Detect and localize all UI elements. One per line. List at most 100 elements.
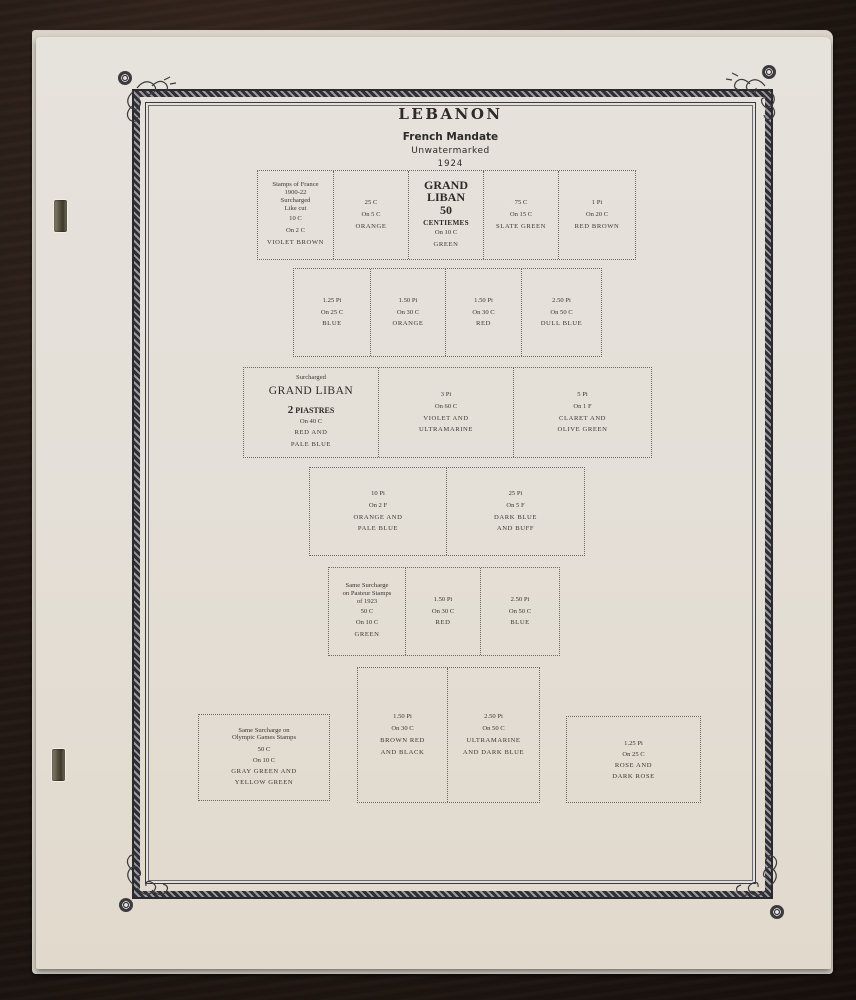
stamp-value: 1.25 Pi	[322, 296, 342, 304]
ornamental-border-inner	[145, 102, 756, 884]
stamp-base-value: On 10 C	[434, 229, 458, 237]
stamp-color: AND BUFF	[496, 525, 535, 533]
stamp-note: Same Surcharge	[345, 581, 389, 589]
stamp-value: 2.50 Pi	[552, 296, 571, 304]
corner-rosette-icon	[118, 71, 132, 85]
stamp-color: OLIVE GREEN	[557, 426, 608, 434]
watermark-note: Unwatermarked	[411, 146, 490, 156]
stamp-space: 10 Pi On 2 F ORANGE AND PALE BLUE	[310, 468, 447, 555]
stamp-base-value: On 20 C	[585, 211, 609, 219]
stamp-space: 1.50 Pi On 30 C ORANGE	[371, 269, 446, 356]
stamp-color: PALE BLUE	[290, 440, 332, 448]
stamp-color: PALE BLUE	[357, 525, 399, 533]
stamp-value: 1.25 Pi	[624, 739, 643, 747]
page-title-country: LEBANON	[398, 105, 503, 123]
stamp-base-value: On 10 C	[355, 619, 379, 627]
stamp-color: VIOLET AND	[423, 414, 469, 422]
stamp-color: GREEN	[354, 631, 380, 639]
stamp-color: DULL BLUE	[540, 320, 583, 328]
stamp-row-3: Surcharged GRAND LIBAN 2 PIASTRES On 40 …	[243, 367, 652, 458]
issue-year: 1924	[437, 159, 464, 169]
stamp-color: CLARET AND	[558, 414, 607, 422]
stamp-note: Stamps of France	[272, 181, 319, 189]
corner-flourish-top-left-icon	[126, 76, 177, 123]
stamp-base-value: On 40 C	[299, 418, 323, 426]
stamp-value: 75 C	[514, 199, 528, 207]
stamp-note: Olympic Games Stamps	[231, 734, 297, 741]
stamp-color: ULTRAMARINE	[466, 737, 521, 744]
stamp-color: ROSE AND	[614, 761, 653, 769]
stamp-space: 2.50 Pi On 50 C BLUE	[481, 568, 559, 655]
stamp-row-1: Stamps of France 1900-22 Surcharged Like…	[257, 170, 636, 260]
stamp-row-5: Same Surcharge on Pasteur Stamps of 1923…	[328, 567, 560, 656]
stamp-value: 50 C	[257, 746, 271, 753]
overprint-text: 50	[440, 203, 452, 218]
overprint-word: PIASTRES	[295, 405, 335, 415]
stamp-space: 2.50 Pi On 50 C DULL BLUE	[522, 269, 601, 356]
stamp-base-value: On 25 C	[622, 750, 645, 758]
stamp-space: Stamps of France 1900-22 Surcharged Like…	[258, 171, 334, 259]
stamp-color: VIOLET BROWN	[266, 238, 325, 246]
overprint-text: GRAND LIBAN	[268, 385, 354, 398]
stamp-color: ORANGE AND	[353, 513, 403, 521]
stamp-value: 10 C	[289, 214, 302, 222]
stamp-value: 2.50 Pi	[484, 713, 503, 721]
stamp-row-2: 1.25 Pi On 25 C BLUE 1.50 Pi On 30 C ORA…	[293, 268, 602, 357]
stamp-base-value: On 1 F	[573, 402, 592, 410]
stamp-base-value: On 50 C	[508, 607, 532, 615]
stamp-color: BLUE	[510, 619, 530, 627]
stamp-value: 3 Pi	[440, 390, 452, 398]
stamp-color: RED	[476, 320, 491, 328]
stamp-color: ORANGE	[392, 320, 424, 328]
overprint-text: GRAND	[424, 177, 468, 192]
stamp-note: 1900-22	[284, 189, 307, 197]
stamp-value: 25 Pi	[508, 489, 523, 497]
stamp-base-value: On 2 F	[368, 501, 388, 509]
stamp-value: 1.50 Pi	[398, 296, 418, 304]
stamp-note: of 1923	[356, 597, 378, 605]
stamp-note: Like cut	[284, 205, 307, 213]
stamp-space: 2.50 Pi On 50 C ULTRAMARINE AND DARK BLU…	[448, 668, 539, 802]
stamp-space: 1.50 Pi On 30 C RED	[446, 269, 522, 356]
corner-rosette-icon	[762, 65, 776, 79]
stamp-color: RED BROWN	[574, 222, 620, 230]
binder-punch-hole-top	[54, 200, 67, 232]
stamp-value: 1.50 Pi	[433, 595, 453, 603]
stamp-base-value: On 60 C	[434, 402, 458, 410]
stamp-color: YELLOW GREEN	[234, 779, 294, 786]
stamp-base-value: On 50 C	[550, 308, 573, 316]
stamp-space-overprint-example: GRAND LIBAN 50 CENTIEMES On 10 C GREEN	[409, 171, 484, 259]
stamp-value: 25 C	[364, 199, 378, 207]
stamp-base-value: On 5 C	[361, 211, 381, 219]
stamp-color: GRAY GREEN AND	[231, 768, 297, 775]
corner-flourish-top-right-icon	[725, 72, 776, 121]
stamp-row-4: 10 Pi On 2 F ORANGE AND PALE BLUE 25 Pi …	[309, 467, 585, 556]
stamp-value: 2.50 Pi	[510, 595, 530, 603]
stamp-value: 50 C	[360, 607, 374, 615]
stamp-base-value: On 30 C	[391, 725, 414, 733]
stamp-space: 75 C On 15 C SLATE GREEN	[484, 171, 559, 259]
stamp-color: DARK ROSE	[612, 772, 655, 780]
ornamental-border-outer	[132, 89, 773, 899]
stamp-space: 25 Pi On 5 F DARK BLUE AND BUFF	[447, 468, 584, 555]
stamp-space: 1.25 Pi On 25 C ROSE AND DARK ROSE	[566, 716, 701, 803]
stamp-base-value: On 30 C	[431, 607, 455, 615]
stamp-note: on Pasteur Stamps	[342, 589, 392, 597]
ornamental-border-band	[134, 91, 771, 897]
stamp-color: AND DARK BLUE	[462, 748, 525, 756]
overprint-numeral: 2	[287, 403, 294, 416]
stamp-note: Surcharged	[296, 374, 326, 382]
overprint-text: CENTIEMES	[423, 218, 469, 227]
stamp-space: 5 Pi On 1 F CLARET AND OLIVE GREEN	[514, 368, 651, 457]
stamp-color: ORANGE	[355, 222, 387, 230]
stamp-space-olympic: Same Surcharge on Olympic Games Stamps 5…	[198, 714, 330, 801]
stamp-base-value: On 50 C	[482, 725, 505, 733]
stamp-space-overprint-example: Surcharged GRAND LIBAN 2 PIASTRES On 40 …	[244, 368, 379, 457]
stamp-space: 3 Pi On 60 C VIOLET AND ULTRAMARINE	[379, 368, 514, 457]
stamp-space: Same Surcharge on Pasteur Stamps of 1923…	[329, 568, 406, 655]
stamp-base-value: On 5 F	[506, 501, 525, 509]
stamp-base-value: On 15 C	[509, 211, 533, 219]
stamp-base-value: On 25 C	[320, 308, 344, 316]
corner-flourish-bottom-right-icon	[735, 854, 778, 897]
stamp-base-value: On 10 C	[252, 757, 276, 764]
